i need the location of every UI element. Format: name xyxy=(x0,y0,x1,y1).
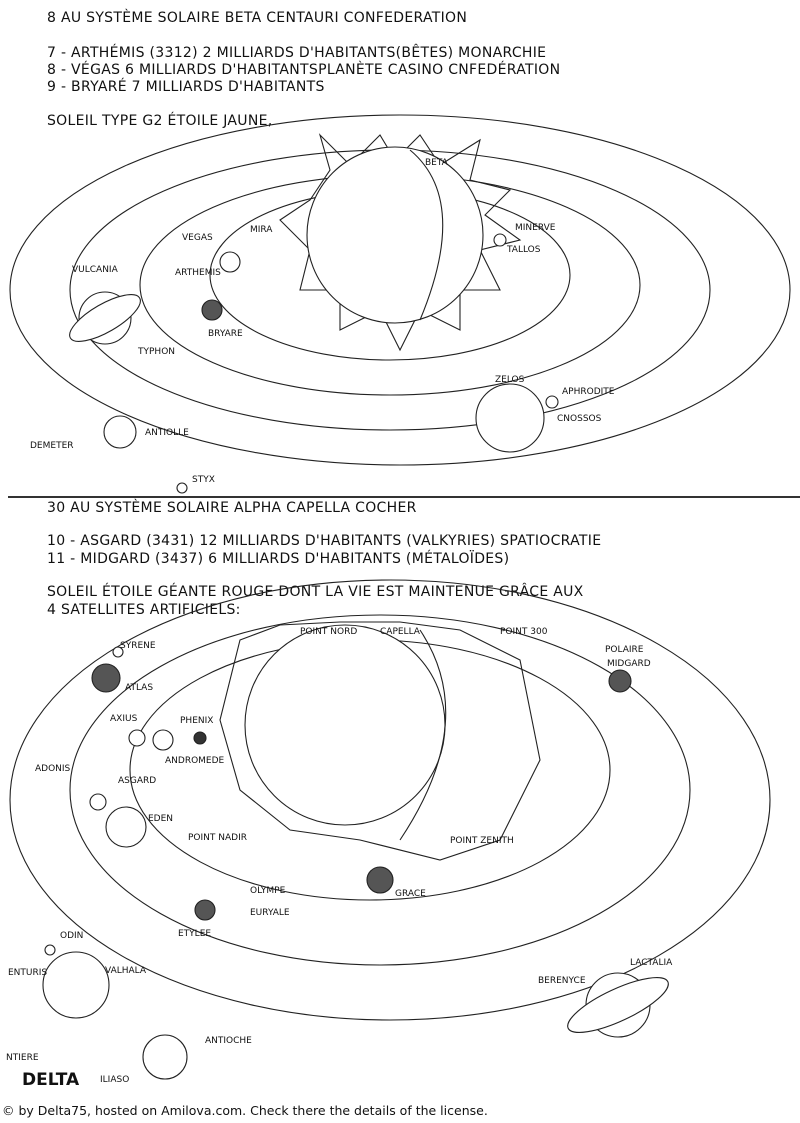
label: ODIN xyxy=(60,931,83,941)
label: ANTIOCHE xyxy=(205,1036,252,1046)
top-planets xyxy=(69,233,559,494)
label: EURYALE xyxy=(250,908,290,918)
label: SYRENE xyxy=(120,641,156,651)
label: EDEN xyxy=(148,814,173,824)
label: POINT 300 xyxy=(500,627,548,637)
label: AXIUS xyxy=(110,714,138,724)
label: VALHALA xyxy=(105,966,147,976)
top-system-title: 8 au système solaire Beta Centauri Confe… xyxy=(47,10,468,26)
label: ASGARD xyxy=(118,776,156,786)
label: VEGAS xyxy=(182,233,213,243)
label: CAPELLA xyxy=(380,627,421,637)
label: ANTIOLLE xyxy=(145,428,189,438)
top-line: 9 - Bryaré 7 milliards d'habitants xyxy=(47,79,325,95)
label: ATLAS xyxy=(125,683,153,693)
label: STYX xyxy=(192,475,215,485)
label: MINERVE xyxy=(515,223,556,233)
label: POLAIRE xyxy=(605,645,644,655)
bottom-system-title: 30 au système solaire Alpha Capella Coch… xyxy=(47,500,417,516)
label: LACTALIA xyxy=(630,958,673,968)
label: OLYMPE xyxy=(250,886,286,896)
label: BRYARE xyxy=(208,329,243,339)
label: VULCANIA xyxy=(72,265,119,275)
label: ANDROMEDE xyxy=(165,756,225,766)
divider xyxy=(8,496,800,498)
label: POINT NADIR xyxy=(188,833,247,843)
label: POINT NORD xyxy=(300,627,357,637)
label: ZELOS xyxy=(495,375,525,385)
bottom-sun-note: 4 satellites artificiels: xyxy=(47,602,241,618)
label: BETA xyxy=(425,158,449,168)
label: ETYLEE xyxy=(178,929,211,939)
label: MIDGARD xyxy=(607,659,651,669)
license-footer: © by Delta75, hosted on Amilova.com. Che… xyxy=(2,1103,488,1118)
top-sun-note: Soleil type G2 étoile jaune, xyxy=(47,113,273,129)
label: BERENYCE xyxy=(538,976,586,986)
bottom-line: 11 - Midgard (3437) 6 milliards d'habita… xyxy=(47,551,510,567)
label: ADONIS xyxy=(35,764,71,774)
label: APHRODITE xyxy=(562,387,615,397)
label: POINT ZENITH xyxy=(450,836,514,846)
label: TALLOS xyxy=(506,245,541,255)
planet-labels: BETA MINERVE TALLOS MIRA VEGAS ARTHEMIS … xyxy=(6,158,673,1085)
bottom-planets xyxy=(42,646,669,1080)
label: MIRA xyxy=(250,225,273,235)
label: CNOSSOS xyxy=(557,414,602,424)
top-line: 8 - Végas 6 milliards d'habitantsplanète… xyxy=(47,62,561,78)
label: GRACE xyxy=(395,889,426,899)
label: NTIERE xyxy=(6,1053,39,1063)
bottom-sun-note: Soleil étoile géante rouge dont la vie e… xyxy=(47,584,584,600)
label: TYPHON xyxy=(137,347,175,357)
label: ARTHEMIS xyxy=(175,268,221,278)
capella-sun xyxy=(219,621,541,861)
label: ILIASO xyxy=(100,1075,129,1085)
beta-sun xyxy=(279,133,522,352)
label: PHENIX xyxy=(180,716,213,726)
delta-logo: DELTA xyxy=(22,1070,80,1090)
bottom-line: 10 - Asgard (3431) 12 milliards d'habita… xyxy=(47,533,602,549)
label: DEMETER xyxy=(30,441,74,451)
label: ENTURIS xyxy=(8,968,47,978)
top-line: 7 - Arthémis (3312) 2 milliards d'habita… xyxy=(47,45,547,61)
